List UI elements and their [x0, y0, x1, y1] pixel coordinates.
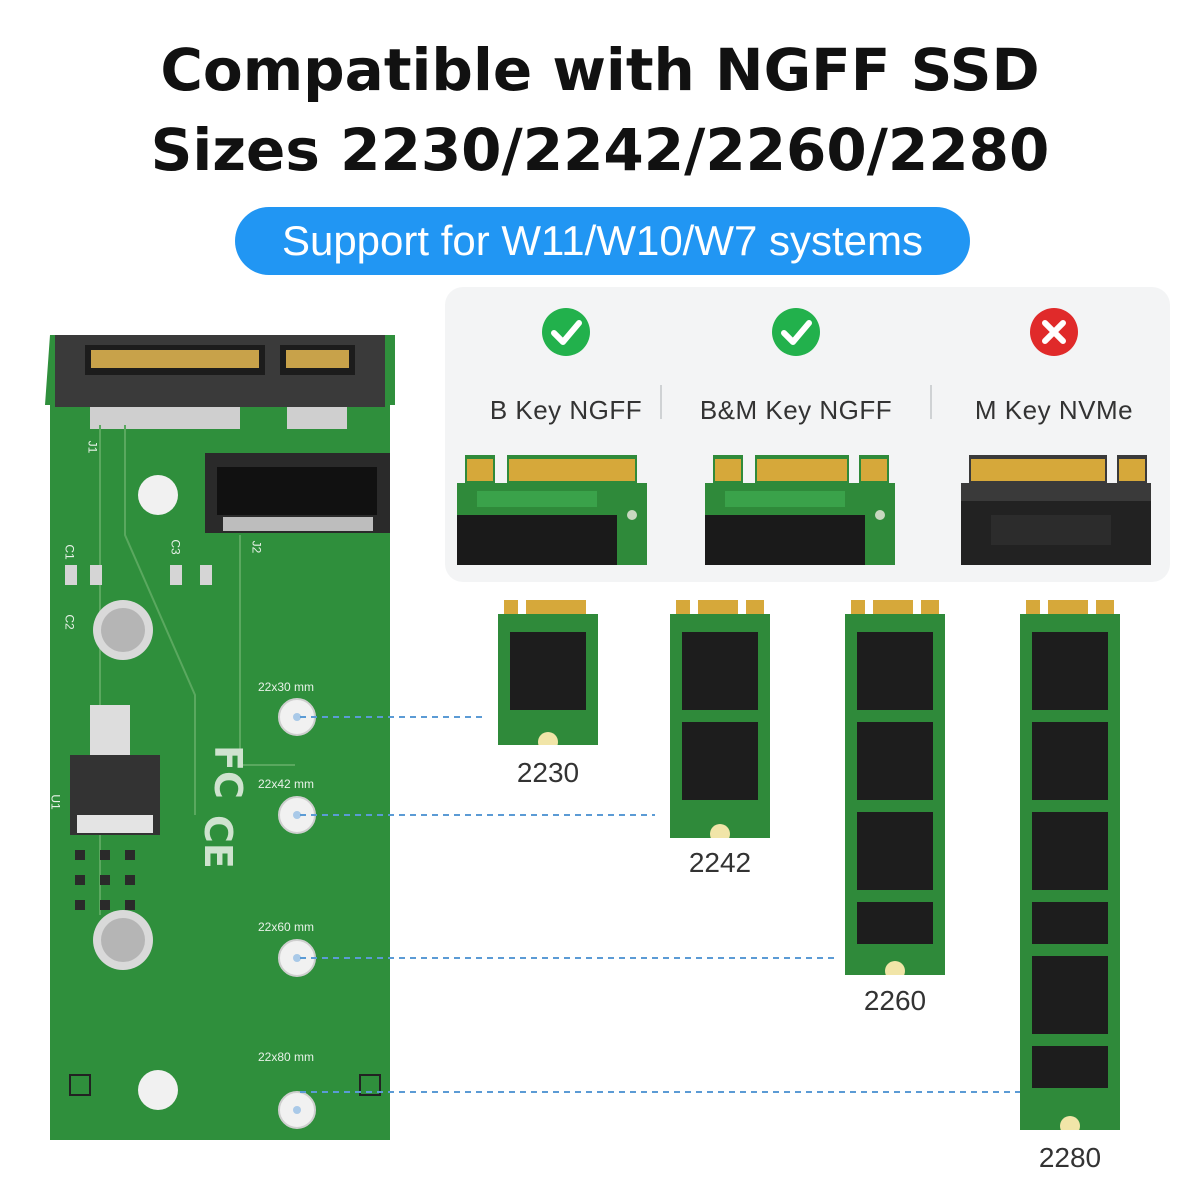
key-type-label: M Key NVMe — [974, 395, 1134, 425]
size-label-2260: 2260 — [863, 985, 927, 1016]
b-key-connector-image — [457, 455, 647, 565]
size-label-2230: 2230 — [516, 757, 580, 788]
key-type-m-key: M Key NVMe — [933, 287, 1175, 582]
mark-label-2230: 22x30 mm — [258, 680, 315, 694]
key-compatibility-panel: B Key NGFF B&M Key NGFF M Key NVMe — [445, 287, 1170, 582]
silk-c3: C3 — [168, 539, 183, 555]
page-title-line-1: Compatible with NGFF SSD — [160, 36, 1040, 104]
check-icon — [772, 308, 820, 356]
page-title-line-2: Sizes 2230/2242/2260/2280 — [150, 116, 1050, 184]
mark-label-2260: 22x60 mm — [258, 920, 315, 934]
size-label-2242: 2242 — [688, 847, 752, 878]
size-label-2280: 2280 — [1038, 1142, 1102, 1173]
divider — [660, 385, 662, 419]
svg-text:FC: FC — [206, 745, 250, 799]
ssd-2280-image — [1020, 600, 1120, 1130]
silk-c1: C1 — [62, 544, 77, 560]
key-type-label: B Key NGFF — [489, 395, 643, 425]
cross-icon — [1030, 308, 1078, 356]
divider — [930, 385, 932, 419]
key-type-b-key: B Key NGFF — [445, 287, 687, 582]
bm-key-connector-image — [705, 455, 895, 565]
silk-j2: J2 — [249, 540, 264, 554]
svg-text:CE: CE — [196, 815, 240, 869]
silk-j1: J1 — [85, 440, 100, 454]
leader-lines — [300, 716, 1020, 1093]
m-key-connector-image — [961, 455, 1151, 565]
os-support-badge: Support for W11/W10/W7 systems — [235, 207, 970, 275]
key-type-label: B&M Key NGFF — [699, 395, 893, 425]
mark-label-2242: 22x42 mm — [258, 777, 315, 791]
ssd-2242-image — [670, 600, 770, 838]
ssd-2230-image — [498, 600, 598, 745]
ssd-2260-image — [845, 600, 945, 975]
silk-c2: C2 — [62, 614, 77, 630]
mark-label-2280: 22x80 mm — [258, 1050, 315, 1064]
check-icon — [542, 308, 590, 356]
key-type-bm-key: B&M Key NGFF — [675, 287, 917, 582]
adapter-board: FC CE — [45, 335, 395, 1140]
silk-u1: U1 — [48, 794, 63, 810]
